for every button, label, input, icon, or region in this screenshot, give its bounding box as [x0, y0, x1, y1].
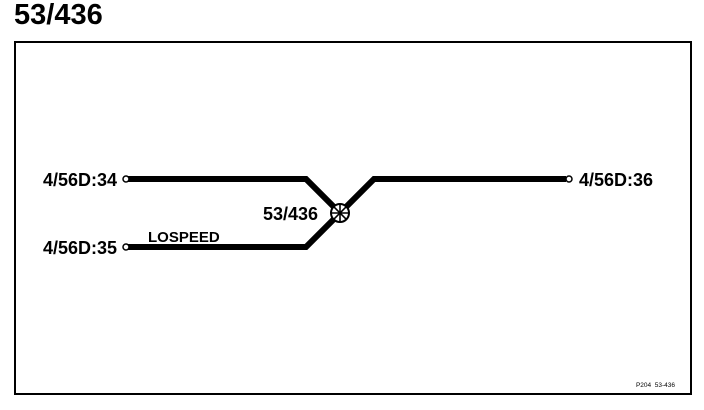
page-title: 53/436	[14, 0, 103, 31]
endpoint-right-icon	[565, 175, 573, 183]
track-right	[337, 176, 566, 216]
endpoint-left-bottom-icon	[122, 243, 130, 251]
diagram-frame	[14, 41, 692, 395]
track-lower-left	[128, 210, 343, 250]
endpoint-right-label: 4/56D:36	[579, 170, 653, 190]
reference-code: P204 53-436	[636, 382, 675, 389]
speed-label: LOSPEED	[148, 229, 220, 246]
switch-icon[interactable]	[330, 203, 350, 223]
switch-label: 53/436	[263, 204, 318, 224]
endpoint-left-top-label: 4/56D:34	[43, 170, 117, 190]
endpoint-left-top-icon	[122, 175, 130, 183]
track-upper-left	[128, 176, 343, 216]
endpoint-left-bottom-label: 4/56D:35	[43, 238, 117, 258]
